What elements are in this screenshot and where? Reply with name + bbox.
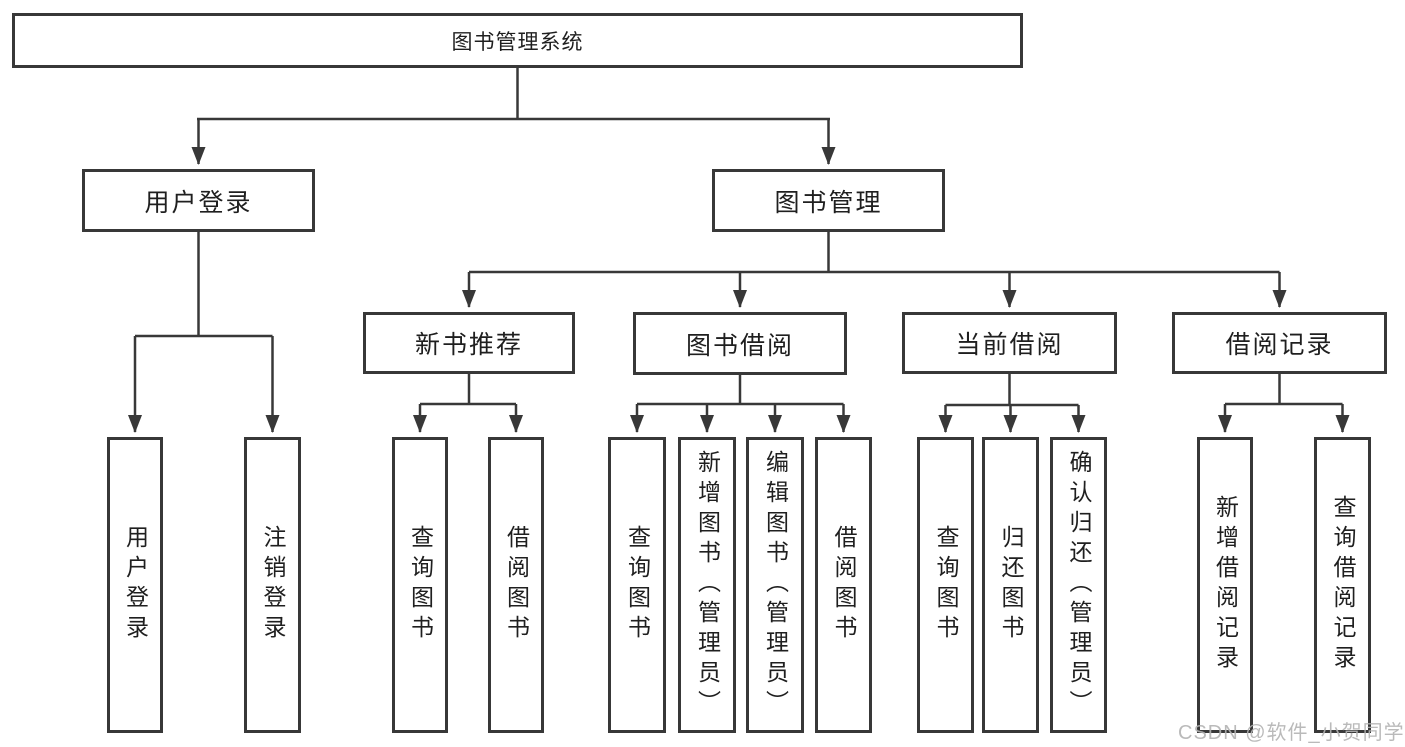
leaf-query-books-recommend: 查询图书 — [392, 437, 448, 733]
node-user-login: 用户登录 — [82, 169, 315, 232]
leaf-return-books: 归还图书 — [982, 437, 1039, 733]
leaf-borrow-books-recommend: 借阅图书 — [488, 437, 544, 733]
leaf-add-books-admin: 新增图书（管理员） — [678, 437, 736, 733]
leaf-add-borrow-record: 新增借阅记录 — [1197, 437, 1253, 733]
leaf-query-books-borrowing: 查询图书 — [608, 437, 666, 733]
leaf-user-login: 用户登录 — [107, 437, 163, 733]
leaf-borrow-books: 借阅图书 — [815, 437, 872, 733]
csdn-watermark: CSDN @软件_小贺同学 — [1178, 722, 1405, 744]
node-library-management-system: 图书管理系统 — [12, 13, 1023, 68]
node-book-borrowing: 图书借阅 — [633, 312, 847, 375]
leaf-confirm-return-admin: 确认归还（管理员） — [1050, 437, 1107, 733]
leaf-edit-books-admin: 编辑图书（管理员） — [746, 437, 804, 733]
leaf-logout: 注销登录 — [244, 437, 301, 733]
node-new-book-recommendation: 新书推荐 — [363, 312, 575, 374]
leaf-query-borrow-record: 查询借阅记录 — [1314, 437, 1371, 733]
leaf-query-books-current: 查询图书 — [917, 437, 974, 733]
node-borrowing-records: 借阅记录 — [1172, 312, 1387, 374]
node-book-management: 图书管理 — [712, 169, 945, 232]
node-current-borrowing: 当前借阅 — [902, 312, 1117, 374]
